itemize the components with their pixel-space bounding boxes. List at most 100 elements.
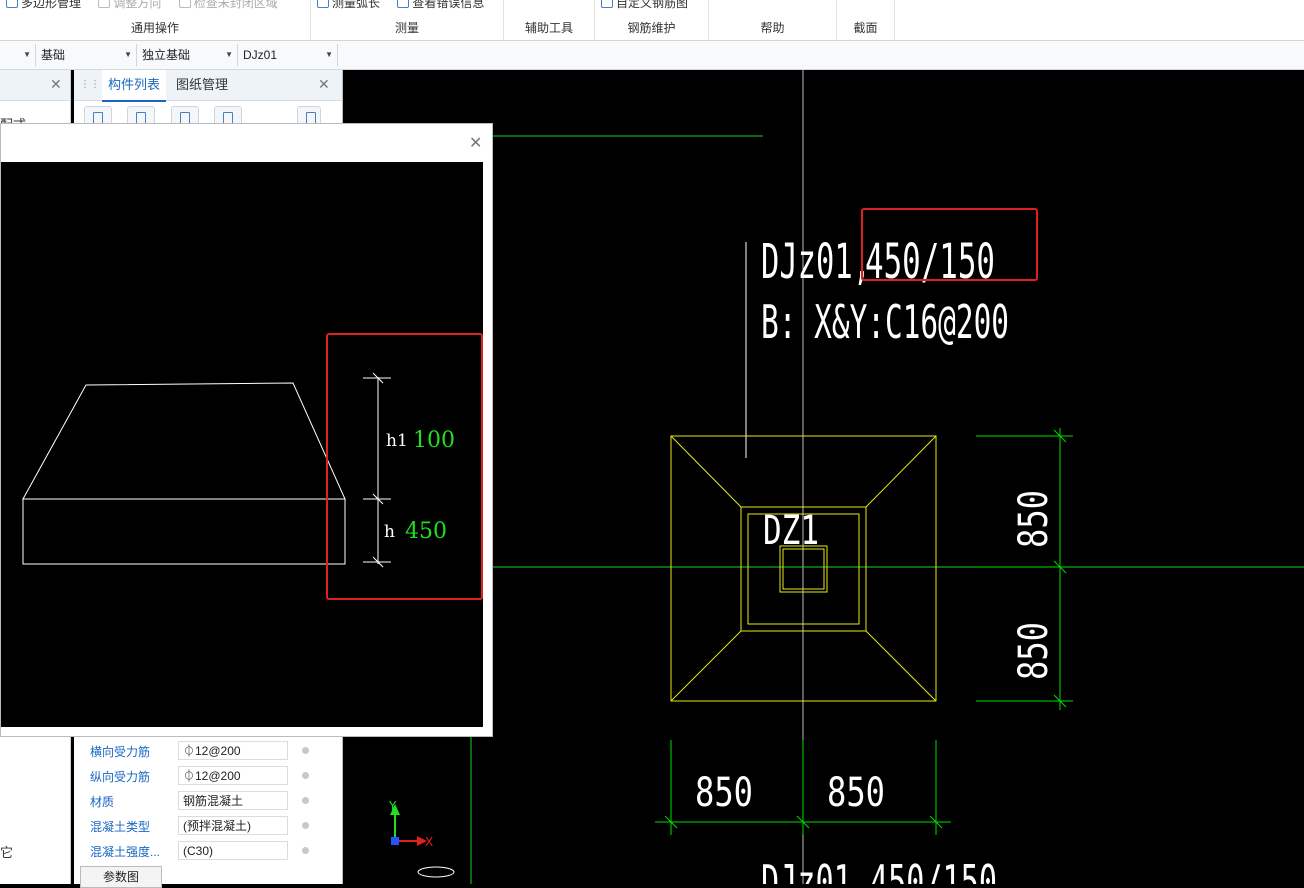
tab-drawing-manage[interactable]: 图纸管理 [176, 77, 229, 92]
column-inner [782, 548, 825, 590]
property-table: 横向受力筋 ⏀12@200 纵向受力筋 ⏀12@200 材质 钢筋混凝土 混凝土… [84, 738, 334, 863]
floor-select[interactable]: ▼ [0, 44, 36, 66]
cad-canvas[interactable]: DJz01, 450/150 B: X&Y:C16@200 DZ1 850 85… [343, 70, 1304, 884]
property-row: 纵向受力筋 ⏀12@200 [84, 763, 334, 788]
dim-tick [1053, 694, 1067, 708]
property-flag[interactable] [302, 772, 309, 779]
dim-tick [372, 372, 384, 384]
property-value[interactable]: (C30) [178, 841, 288, 860]
ribbon-group-label: 测量 [394, 21, 419, 35]
dim-tick [929, 815, 943, 829]
dim-tick [796, 815, 810, 829]
polygon-manage-button[interactable]: 多边形管理 [6, 0, 81, 11]
property-name: 混凝土强度... [90, 845, 161, 859]
footing-rebar-text: B: X&Y:C16@200 [761, 295, 1009, 349]
ribbon-toolbar: 多边形管理 调整方向 检查未封闭区域 通用操作 测量弧长 查看错误信息 测量 辅… [0, 0, 1304, 41]
dim-tick [1053, 560, 1067, 574]
property-value[interactable]: (预拌混凝土) [178, 816, 288, 835]
dim-tick [1053, 429, 1067, 443]
footing-outline [670, 435, 937, 702]
h-label: h [384, 522, 395, 542]
chevron-down-icon: ▼ [23, 50, 31, 59]
property-flag[interactable] [302, 822, 309, 829]
footing-base-outline [22, 498, 346, 565]
y-arrow-icon [390, 804, 400, 815]
subcategory-select[interactable]: 独立基础▼ [138, 44, 238, 66]
footing-step-inner [747, 513, 860, 625]
param-diagram-dialog: ✕ h1 100 h 450 [0, 123, 493, 737]
property-value[interactable]: ⏀12@200 [178, 766, 288, 785]
dim-label-bottom-left: 850 [695, 770, 753, 816]
h1-value[interactable]: 100 [413, 428, 455, 453]
chevron-down-icon: ▼ [325, 50, 333, 59]
property-flag[interactable] [302, 797, 309, 804]
highlight-box [326, 333, 483, 600]
ribbon-group-rebar: 自定义钢筋图 钢筋维护 [595, 0, 709, 40]
x-axis-label: X [425, 835, 433, 849]
x-arrow-icon [417, 836, 427, 846]
chevron-down-icon: ▼ [124, 50, 132, 59]
view-errors-button[interactable]: 查看错误信息 [397, 0, 484, 11]
tab-component-list[interactable]: 构件列表 [102, 70, 167, 102]
h1-label: h1 [386, 431, 408, 451]
check-unclosed-button[interactable]: 检查未封闭区域 [178, 0, 278, 11]
slope-line [670, 630, 742, 702]
check-icon [178, 0, 191, 8]
ribbon-group-general: 多边形管理 调整方向 检查未封闭区域 通用操作 [0, 0, 311, 40]
category-select[interactable]: 基础▼ [37, 44, 137, 66]
property-name: 横向受力筋 [90, 745, 151, 759]
y-axis-label: Y [388, 799, 397, 813]
cad-drawing: DJz01, 450/150 B: X&Y:C16@200 DZ1 850 85… [343, 70, 1304, 884]
property-row: 横向受力筋 ⏀12@200 [84, 738, 334, 763]
ribbon-group-label: 帮助 [760, 21, 785, 35]
view-cube-icon [417, 866, 455, 878]
component-select[interactable]: DJz01▼ [239, 44, 338, 66]
footing-slope-outline [22, 382, 346, 500]
dim-tick [372, 493, 384, 505]
close-icon[interactable]: ✕ [469, 135, 483, 152]
nav-item-other[interactable]: 它 [0, 845, 14, 860]
property-name: 材质 [90, 795, 115, 809]
rotate-icon [98, 0, 111, 8]
property-name: 纵向受力筋 [90, 770, 151, 784]
property-name: 混凝土类型 [90, 820, 151, 834]
property-row: 混凝土类型 (预拌混凝土) [84, 813, 334, 838]
adjust-direction-button[interactable]: 调整方向 [98, 0, 161, 11]
param-diagram-button[interactable]: 参数图 [80, 866, 162, 888]
slope-line [670, 435, 742, 508]
close-icon[interactable]: ✕ [50, 76, 62, 92]
property-row: 混凝土强度... (C30) [84, 838, 334, 863]
property-row: 材质 钢筋混凝土 [84, 788, 334, 813]
close-icon[interactable]: ✕ [318, 76, 330, 92]
component-tabs: ⋮⋮ 构件列表 图纸管理 ✕ [74, 70, 342, 102]
drag-grip-icon[interactable]: ⋮⋮ [80, 79, 100, 90]
property-value[interactable]: ⏀12@200 [178, 741, 288, 760]
property-value[interactable]: 钢筋混凝土 [178, 791, 288, 810]
h-value[interactable]: 450 [405, 519, 447, 544]
custom-rebar-button[interactable]: 自定义钢筋图 [601, 0, 688, 11]
ribbon-group-label: 辅助工具 [524, 21, 573, 35]
left-panel-header: ✕ [0, 70, 70, 101]
dim-label-bottom-right: 850 [827, 770, 885, 816]
ribbon-group-measure: 测量弧长 查看错误信息 测量 [311, 0, 504, 40]
highlight-box [861, 208, 1038, 281]
dim-tick [372, 556, 384, 568]
footing-height-text: 450/150 [865, 234, 995, 290]
param-diagram-canvas: h1 100 h 450 [1, 162, 483, 727]
slope-line [865, 435, 937, 508]
param-diagram: h1 100 h 450 [22, 333, 483, 600]
ribbon-group-label: 通用操作 [130, 21, 179, 35]
dim-tick [664, 815, 678, 829]
error-icon [397, 0, 410, 8]
slope-line [865, 630, 937, 702]
ribbon-group-section: 截面 [837, 0, 895, 40]
ribbon-group-label: 截面 [853, 21, 878, 35]
ribbon-group-aux: 辅助工具 [504, 0, 595, 40]
property-flag[interactable] [302, 747, 309, 754]
chevron-down-icon: ▼ [225, 50, 233, 59]
ribbon-group-help: 帮助 [709, 0, 837, 40]
selector-bar: ▼ 基础▼ 独立基础▼ DJz01▼ [0, 41, 1304, 70]
property-flag[interactable] [302, 847, 309, 854]
origin-icon [391, 837, 399, 845]
measure-arc-button[interactable]: 测量弧长 [317, 0, 380, 11]
